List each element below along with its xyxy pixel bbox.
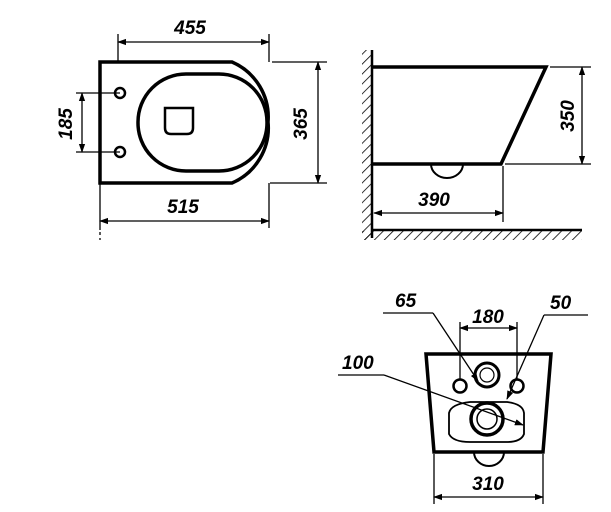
dim-label-185: 185 bbox=[56, 108, 77, 140]
center-water-inlet-inner bbox=[479, 367, 495, 383]
dim-label-455: 455 bbox=[173, 18, 206, 39]
floor-hatch bbox=[362, 231, 582, 240]
side-outlet bbox=[430, 163, 464, 179]
bowl-opening bbox=[136, 72, 269, 173]
dim-label-310: 310 bbox=[472, 474, 504, 495]
center-water-inlet bbox=[473, 361, 501, 389]
dim-label-365: 365 bbox=[291, 108, 312, 140]
rear-fixing-hole-left bbox=[452, 378, 468, 394]
dim-label-65: 65 bbox=[395, 291, 417, 312]
flush-outlet-mark bbox=[163, 106, 195, 136]
top-view: 455 515 185 365 bbox=[56, 18, 327, 240]
dim-label-515: 515 bbox=[167, 197, 199, 218]
dim-label-390: 390 bbox=[418, 190, 450, 211]
bowl-outline-rear bbox=[424, 352, 553, 454]
rear-bottom-outlet bbox=[473, 451, 505, 467]
dim-label-100: 100 bbox=[342, 353, 374, 374]
rear-view: 65 180 50 100 310 bbox=[338, 291, 588, 504]
wall-hatch bbox=[362, 50, 372, 240]
dim-label-180: 180 bbox=[472, 307, 504, 328]
waste-outlet-inner bbox=[476, 408, 498, 430]
dim-label-350: 350 bbox=[558, 100, 579, 132]
side-view: 350 390 bbox=[362, 50, 591, 240]
dim-label-50: 50 bbox=[550, 293, 572, 314]
waste-outlet bbox=[469, 401, 505, 437]
bowl-profile-side bbox=[372, 65, 549, 166]
